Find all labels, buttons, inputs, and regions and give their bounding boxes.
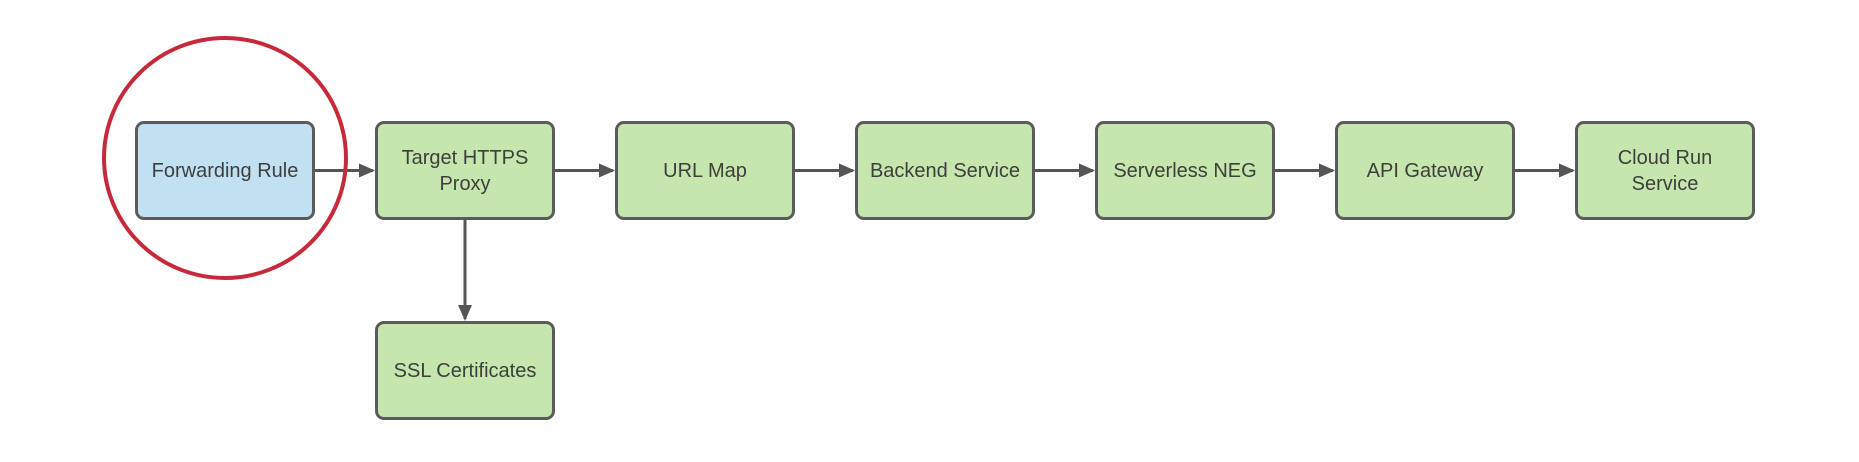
node-serverless-neg: Serverless NEG [1095, 121, 1275, 220]
node-backend-service-label: Backend Service [869, 159, 1021, 182]
node-serverless-neg-label: Serverless NEG [1113, 159, 1257, 182]
node-target-https-proxy: Target HTTPS Proxy [375, 121, 555, 220]
node-forwarding-rule-label: Forwarding Rule [151, 159, 299, 182]
node-target-https-proxy-label: Target HTTPS Proxy [401, 146, 529, 195]
node-forwarding-rule: Forwarding Rule [135, 121, 315, 220]
node-ssl-certificates-label: SSL Certificates [393, 359, 537, 382]
node-cloud-run-service: Cloud Run Service [1575, 121, 1755, 220]
node-backend-service: Backend Service [855, 121, 1035, 220]
node-api-gateway-label: API Gateway [1366, 159, 1484, 182]
node-url-map-label: URL Map [663, 159, 747, 182]
node-url-map: URL Map [615, 121, 795, 220]
node-api-gateway: API Gateway [1335, 121, 1515, 220]
node-cloud-run-service-label: Cloud Run Service [1617, 146, 1713, 195]
node-ssl-certificates: SSL Certificates [375, 321, 555, 420]
